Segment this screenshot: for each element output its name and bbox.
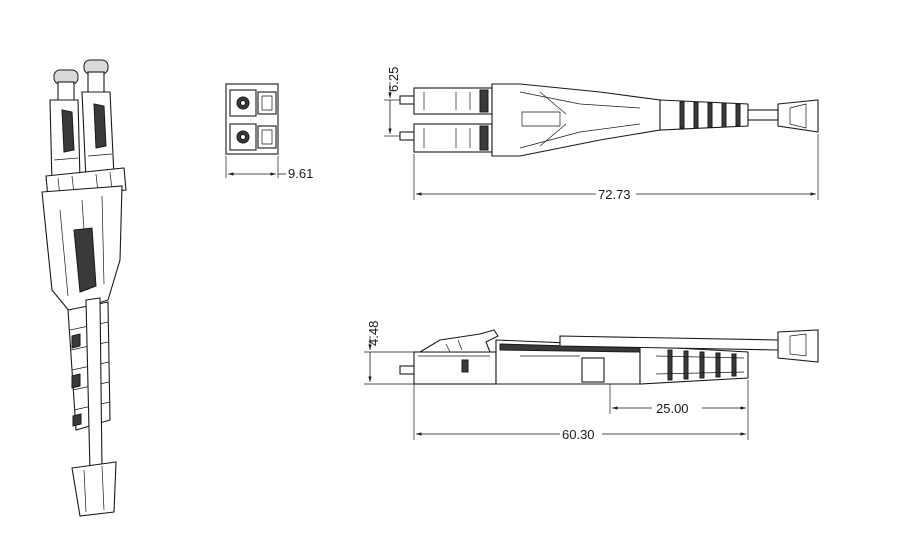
- strain-relief: [71, 461, 117, 517]
- boot-top: [659, 99, 749, 131]
- side-view: 4.48 25.00 60.30: [364, 321, 819, 442]
- ferrule-left: [57, 81, 75, 103]
- dim-overall-length-top: 72.73: [598, 187, 631, 202]
- latch: [418, 329, 499, 353]
- dim-boot-length: 25.00: [656, 401, 689, 416]
- dim-adapter-width: 9.61: [288, 166, 313, 181]
- connector-side: [413, 351, 497, 385]
- boot-side: [639, 345, 749, 385]
- dim-height: 4.48: [366, 321, 381, 346]
- top-view: 6.25 72.73: [384, 67, 819, 202]
- isometric-view: [41, 59, 127, 517]
- connector-upper: [413, 87, 493, 115]
- front-view: 9.61: [225, 83, 313, 181]
- cable: [85, 297, 103, 473]
- dim-overall-length-side: 60.30: [562, 427, 595, 442]
- end-fork-top: [777, 99, 819, 133]
- ferrule-right: [87, 71, 105, 95]
- dim-pitch: 6.25: [386, 67, 401, 92]
- end-fork-side: [777, 329, 819, 363]
- housing-top: [491, 83, 661, 157]
